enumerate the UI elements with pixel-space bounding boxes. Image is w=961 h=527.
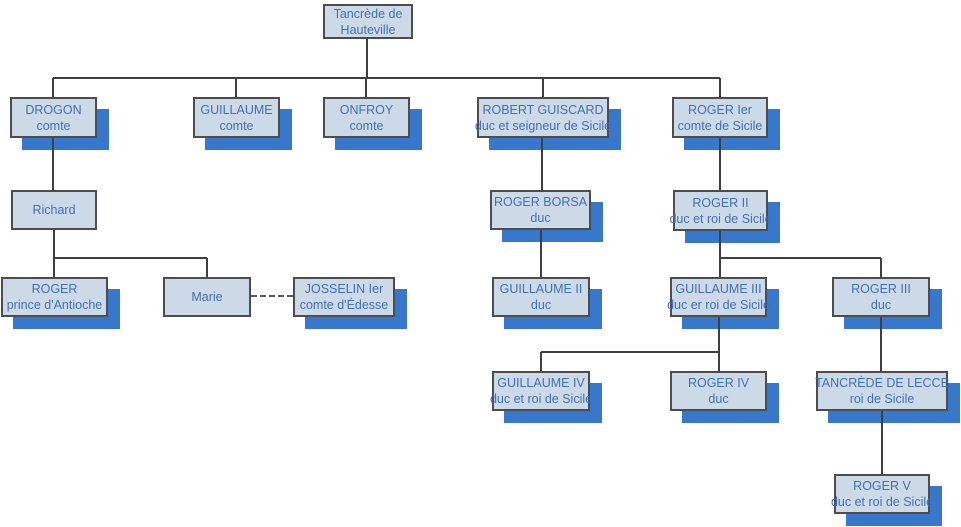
node-name: ROGER [31, 282, 78, 296]
node-name: Tancrède de [333, 6, 403, 21]
connector-line [53, 77, 720, 79]
connector-line [206, 258, 208, 277]
tree-node-josselin-1er[interactable]: JOSSELIN Ier comte d'Édesse [293, 277, 395, 317]
tree-node-guillaume-iv[interactable]: GUILLAUME IV duc et roi de Sicile [489, 371, 593, 411]
connector-line [54, 257, 207, 259]
connector-line [542, 78, 544, 97]
node-name: GUILLAUME III [675, 282, 762, 296]
connector-line [540, 352, 542, 371]
tree-node-guillaume-iii[interactable]: GUILLAUME III duc er roi de Sicile [667, 277, 770, 317]
tree-node-roger-v[interactable]: ROGER V duc et roi de Sicile [830, 474, 934, 514]
connector-line [235, 78, 237, 97]
node-title: comte [219, 118, 254, 133]
node-name: JOSSELIN Ier [304, 282, 384, 296]
tree-node-tancrede-de-lecce[interactable]: TANCRÈDE DE LECCE roi de Sicile [815, 371, 949, 411]
node-name: ROGER II [692, 195, 749, 210]
node-name: ROGER V [853, 479, 911, 493]
node-name: ONFROY [339, 102, 394, 117]
connector-line [52, 78, 54, 97]
tree-node-roger-borsa[interactable]: ROGER BORSA duc [490, 190, 591, 230]
node-title: duc er roi de Sicile [667, 298, 770, 312]
tree-node-roger-iii[interactable]: ROGER III duc [832, 277, 930, 317]
node-title: duc et seigneur de Sicile [474, 118, 612, 133]
node-name: GUILLAUME II [499, 282, 583, 296]
node-title: prince d'Antioche [6, 298, 103, 312]
connector-line [880, 258, 882, 277]
node-title: Hauteville [340, 22, 396, 37]
node-name: ROGER III [851, 282, 911, 296]
node-name: GUILLAUME [200, 102, 273, 117]
node-title: duc et roi de Sicile [669, 211, 772, 226]
tree-node-roger-iv[interactable]: ROGER IV duc [670, 371, 767, 411]
node-name: ROGER Ier [688, 102, 752, 117]
connector-line [541, 138, 543, 190]
node-name: GUILLAUME IV [497, 376, 585, 390]
node-name: ROGER BORSA [493, 195, 588, 209]
node-title: comte d'Édesse [299, 298, 389, 312]
node-title: duc [870, 298, 892, 312]
tree-node-guillaume-ii[interactable]: GUILLAUME II duc [492, 277, 590, 317]
node-title: comte [349, 118, 384, 133]
connector-line [718, 317, 720, 371]
node-title: comte [36, 118, 71, 133]
connector-line [52, 138, 54, 190]
connector-line [720, 257, 881, 259]
connector-line [365, 78, 367, 97]
node-title: roi de Sicile [849, 392, 915, 406]
node-name: ROBERT GUISCARD [482, 102, 604, 117]
node-name: Richard [32, 203, 76, 217]
connector-line [719, 231, 721, 277]
node-title: comte de Sicile [677, 118, 763, 133]
connector-line [53, 230, 55, 277]
node-name: DROGON [25, 102, 82, 117]
connector-line [881, 411, 883, 474]
node-name: ROGER IV [687, 376, 750, 390]
connector-line [366, 39, 368, 78]
connector-line [541, 351, 719, 353]
node-title: duc [530, 211, 551, 225]
tree-node-roger-antioche[interactable]: ROGER prince d'Antioche [1, 277, 108, 317]
connector-line [719, 138, 721, 190]
node-title: duc et roi de Sicile [830, 495, 934, 509]
node-title: duc [708, 392, 729, 406]
connector-line [719, 78, 721, 97]
node-name: Marie [191, 290, 223, 304]
connector-line [880, 317, 882, 371]
node-title: duc [530, 298, 552, 312]
tree-node-marie[interactable]: Marie [163, 277, 251, 317]
tree-node-richard[interactable]: Richard [11, 190, 97, 230]
node-title: duc et roi de Sicile [489, 392, 593, 406]
connector-line [540, 230, 542, 277]
marriage-dashed-line [251, 295, 293, 297]
node-name: TANCRÈDE DE LECCE [815, 376, 949, 390]
